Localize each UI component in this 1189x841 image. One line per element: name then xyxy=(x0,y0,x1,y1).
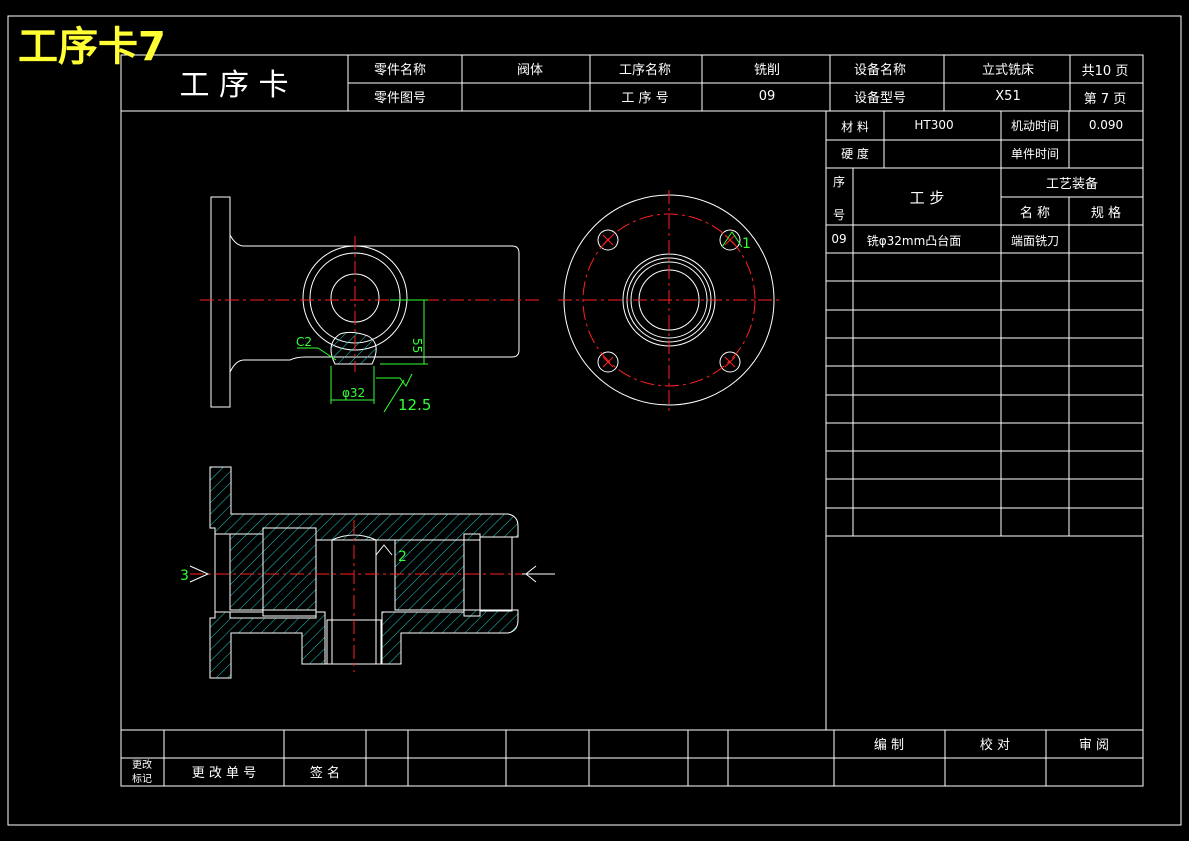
unit-time-label: 单件时间 xyxy=(1011,147,1059,161)
section-centerlines xyxy=(190,520,540,672)
equipment-header: 工艺装备 xyxy=(1046,176,1098,192)
equip-name-value: 立式铣床 xyxy=(982,63,1034,78)
section-markers xyxy=(189,544,555,583)
seq-label-top: 序 xyxy=(833,174,845,189)
change-mark-line-1: 更改 xyxy=(132,758,152,771)
footer-grid xyxy=(121,729,1143,786)
main-frame xyxy=(120,54,1144,787)
section-view xyxy=(209,466,519,679)
outer-border xyxy=(7,15,1182,826)
total-pages: 共10 页 xyxy=(1082,64,1129,79)
change-mark-label: 更改标记 xyxy=(132,758,152,785)
roughness-value: 12.5 xyxy=(398,396,431,414)
height-dimension: 55 xyxy=(410,338,424,353)
equip-name-label: 设备名称 xyxy=(854,62,906,78)
equip-model-label: 设备型号 xyxy=(854,90,906,106)
machine-time-value: 0.090 xyxy=(1089,118,1123,132)
material-label: 材 料 xyxy=(841,120,869,134)
step-header: 工 步 xyxy=(910,189,945,207)
left-mark-label: 3 xyxy=(180,568,189,584)
center-mark-label: 2 xyxy=(398,549,407,565)
sheet-title: 工序卡7 xyxy=(18,24,166,70)
page-number: 第 7 页 xyxy=(1084,92,1127,107)
process-name-label: 工序名称 xyxy=(619,62,671,78)
part-drawing-label: 零件图号 xyxy=(374,91,426,106)
card-title: 工 序 卡 xyxy=(179,68,288,103)
material-value: HT300 xyxy=(914,118,953,132)
end-view-centerlines xyxy=(558,190,780,412)
signature-label: 签 名 xyxy=(310,765,340,781)
process-no-label: 工 序 号 xyxy=(621,91,668,106)
front-centerlines xyxy=(200,236,540,372)
part-name-label: 零件名称 xyxy=(374,62,426,78)
checked-label: 校 对 xyxy=(980,737,1010,753)
chamfer-label: C2 xyxy=(296,335,312,349)
steps-grid xyxy=(825,111,1143,730)
tool-name-header: 名 称 xyxy=(1020,205,1050,221)
front-dimensions xyxy=(297,299,428,413)
machine-time-label: 机动时间 xyxy=(1011,119,1059,133)
end-view-marker xyxy=(721,231,743,248)
table-row: 09 铣φ32mm凸台面 端面铣刀 xyxy=(831,232,1059,248)
part-name-value: 阀体 xyxy=(517,63,543,78)
header-grid xyxy=(121,55,1143,112)
equip-model-value: X51 xyxy=(995,89,1020,104)
diameter-dimension: φ32 xyxy=(342,386,365,400)
process-name-value: 铣削 xyxy=(754,63,780,78)
approved-label: 审 阅 xyxy=(1079,738,1109,753)
tool-spec-header: 规 格 xyxy=(1091,205,1121,221)
prepared-label: 编 制 xyxy=(874,738,904,753)
process-no-value: 09 xyxy=(759,89,776,104)
row-step: 铣φ32mm凸台面 xyxy=(867,233,962,248)
seq-label-bottom: 号 xyxy=(833,208,845,222)
change-number-label: 更 改 单 号 xyxy=(192,766,256,781)
row-tool-name: 端面铣刀 xyxy=(1011,234,1059,248)
view-mark-label: 1 xyxy=(742,236,751,252)
change-mark-line-2: 标记 xyxy=(132,773,152,785)
front-view xyxy=(210,196,520,408)
hardness-label: 硬 度 xyxy=(841,146,869,161)
row-seq: 09 xyxy=(831,232,846,246)
